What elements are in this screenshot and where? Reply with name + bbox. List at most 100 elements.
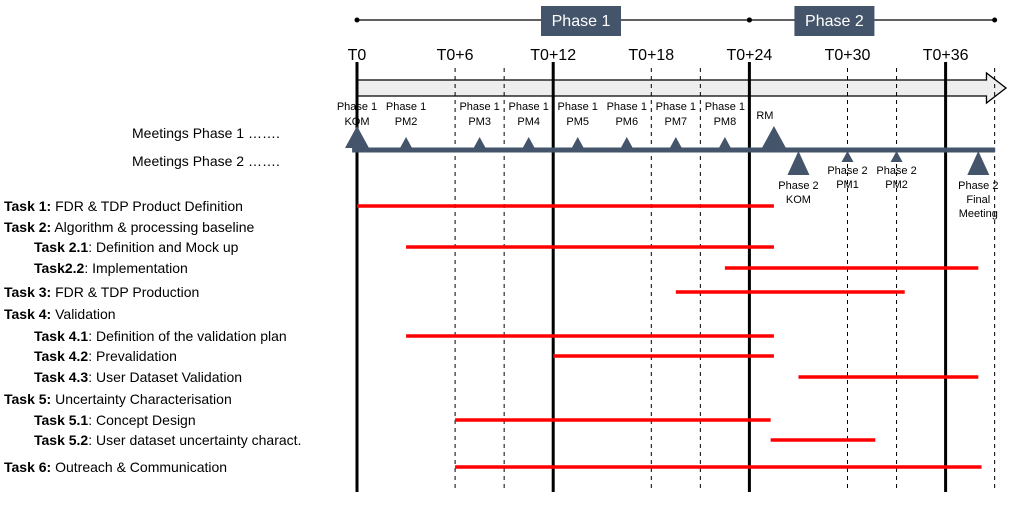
meeting-label-line1: Phase 1 <box>386 101 426 113</box>
meeting-row-labels: Meetings Phase 1 ……. Meetings Phase 2 ……… <box>132 125 280 169</box>
meeting-marker-phase1 <box>718 137 731 148</box>
meeting-marker-phase2 <box>787 151 810 175</box>
task-description: : Prevalidation <box>88 348 177 364</box>
meeting-label-line1: Phase 2 <box>827 165 867 177</box>
meeting-label-line1: Phase 1 <box>558 101 598 113</box>
meeting-label-line2: PM7 <box>665 116 688 128</box>
timeline-arrow-shape <box>356 71 1008 105</box>
meeting-marker-phase1 <box>761 126 786 148</box>
task-label: Task 4.1: Definition of the validation p… <box>34 328 287 344</box>
task-name: Task 2.1 <box>34 239 88 255</box>
phase-bracket-dot <box>992 17 998 23</box>
task-name: Task 5.2 <box>34 432 88 448</box>
task-name: Task 2: <box>4 219 51 235</box>
task-name: Task 5: <box>4 391 51 407</box>
task-description: Validation <box>51 306 115 322</box>
meeting-label-line2: PM3 <box>468 116 491 128</box>
task-description: FDR & TDP Production <box>51 284 199 300</box>
task-rows: Task 1: FDR & TDP Product DefinitionTask… <box>4 198 982 475</box>
task-name: Task 4.2 <box>34 348 88 364</box>
meeting-label-line1: Phase 1 <box>656 101 696 113</box>
meeting-label-line2: PM2 <box>395 116 418 128</box>
meeting-label-line3: Meeting <box>959 208 998 220</box>
meeting-label-line2: PM5 <box>566 116 589 128</box>
meeting-marker-phase1 <box>620 137 633 148</box>
meeting-label-line2: KOM <box>786 194 811 206</box>
task-name: Task 1: <box>4 198 51 214</box>
task-label: Task 3: FDR & TDP Production <box>4 284 199 300</box>
phase-box <box>794 6 875 36</box>
task-name: Task 5.1 <box>34 412 88 428</box>
tick-label: T0+36 <box>923 47 969 64</box>
task-label: Task2.2: Implementation <box>34 260 188 276</box>
task-description: : Concept Design <box>88 412 195 428</box>
task-description: : Definition of the validation plan <box>88 328 286 344</box>
phase-bracket-dot <box>354 17 360 23</box>
meeting-marker-phase1 <box>345 126 369 148</box>
task-label: Task 4.3: User Dataset Validation <box>34 369 242 385</box>
tick-label: T0+18 <box>628 47 674 64</box>
meeting-marker-phase2 <box>890 151 903 162</box>
task-label: Task 2: Algorithm & processing baseline <box>4 219 255 235</box>
task-label: Task 5.1: Concept Design <box>34 412 196 428</box>
tick-label: T0+6 <box>437 47 474 64</box>
meeting-label-line1: Phase 1 <box>705 101 745 113</box>
meeting-label-line1: Phase 1 <box>508 101 548 113</box>
tick-labels: T0 T0+6 T0+12 T0+18 T0+24 T0+30 T0+36 <box>348 47 969 64</box>
meetings-phase1-label: Meetings Phase 1 ……. <box>132 125 280 141</box>
task-description: : User Dataset Validation <box>88 369 242 385</box>
meeting-marker-phase1 <box>571 137 584 148</box>
meeting-label-line2: PM4 <box>517 116 540 128</box>
task-description: Outreach & Communication <box>51 459 227 475</box>
meeting-label-line1: Phase 1 <box>337 101 377 113</box>
meetings: Phase 1 KOM Phase 1 PM2 Phase 1 PM3 Phase 1 PM4… <box>337 101 999 220</box>
task-name: Task 6: <box>4 459 51 475</box>
tick-label: T0+30 <box>825 47 871 64</box>
tick-label: T0+24 <box>726 47 772 64</box>
task-label: Task 6: Outreach & Communication <box>4 459 227 475</box>
meeting-marker-phase2 <box>967 151 990 175</box>
meeting-label-line1: RM <box>756 110 773 122</box>
meeting-label-line2: Final <box>966 194 990 206</box>
task-label: Task 4: Validation <box>4 306 116 322</box>
task-name: Task 4: <box>4 306 51 322</box>
task-label: Task 5.2: User dataset uncertainty chara… <box>34 432 301 448</box>
phase-box <box>540 6 621 36</box>
phase-headers: Phase 1 Phase 2 <box>354 6 998 36</box>
task-description: Algorithm & processing baseline <box>51 219 254 235</box>
task-label: Task 4.2: Prevalidation <box>34 348 177 364</box>
task-description: Uncertainty Characterisation <box>51 391 232 407</box>
task-name: Task2.2 <box>34 260 85 276</box>
meeting-label-line2: PM6 <box>615 116 638 128</box>
phase-label: Phase 1 <box>552 13 611 30</box>
task-description: : User dataset uncertainty charact. <box>88 432 301 448</box>
task-name: Task 4.3 <box>34 369 88 385</box>
task-label: Task 2.1: Definition and Mock up <box>34 239 239 255</box>
meeting-label-line1: Phase 2 <box>778 180 818 192</box>
meeting-marker-phase2 <box>841 151 854 162</box>
meeting-label-line1: Phase 1 <box>459 101 499 113</box>
meetings-phase2-label: Meetings Phase 2 ……. <box>132 153 280 169</box>
meeting-label-line1: Phase 1 <box>607 101 647 113</box>
meeting-label-line2: PM1 <box>836 179 859 191</box>
tick-label: T0+12 <box>530 47 576 64</box>
meeting-marker-phase1 <box>400 137 413 148</box>
task-name: Task 4.1 <box>34 328 88 344</box>
task-label: Task 5: Uncertainty Characterisation <box>4 391 232 407</box>
task-description: : Implementation <box>84 260 188 276</box>
meeting-marker-phase1 <box>522 137 535 148</box>
phase-bracket-dot <box>746 17 752 23</box>
timeline-arrow <box>356 71 1008 105</box>
meeting-label-line1: Phase 2 <box>876 165 916 177</box>
meeting-label-line2: PM8 <box>714 116 737 128</box>
meeting-marker-phase1 <box>669 137 682 148</box>
task-description: FDR & TDP Product Definition <box>51 198 243 214</box>
phase-label: Phase 2 <box>805 13 864 30</box>
meeting-label-line1: Phase 2 <box>958 180 998 192</box>
task-description: : Definition and Mock up <box>88 239 238 255</box>
meeting-label-line2: PM2 <box>885 179 908 191</box>
tick-label: T0 <box>348 47 367 64</box>
meeting-marker-phase1 <box>473 137 486 148</box>
task-label: Task 1: FDR & TDP Product Definition <box>4 198 243 214</box>
